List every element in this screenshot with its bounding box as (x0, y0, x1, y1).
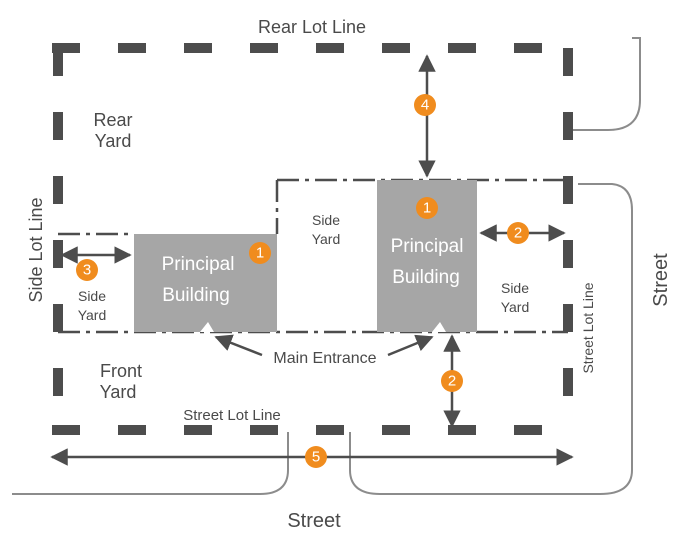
building-right: Principal Building (377, 180, 477, 332)
badge-building-right: 1 (416, 197, 438, 219)
badge-side-setback-left: 3 (76, 259, 98, 281)
side-yard-middle-label-1: Side (312, 212, 340, 228)
street-lot-line-right-label: Street Lot Line (580, 282, 596, 373)
main-entrance-pointer-right (387, 334, 434, 357)
side-lot-line-label: Side Lot Line (26, 197, 46, 302)
rear-lot-line-label: Rear Lot Line (258, 17, 366, 37)
svg-text:1: 1 (256, 245, 264, 262)
building-right-line1: Principal (391, 236, 464, 257)
street-right-label: Street (650, 253, 672, 307)
main-entrance-pointer-left (214, 334, 263, 357)
svg-text:2: 2 (448, 373, 456, 390)
rear-yard-label-1: Rear (93, 110, 132, 130)
badge-front-setback: 2 (441, 370, 463, 392)
main-entrance-marker-right (432, 322, 446, 332)
main-entrance-marker-left (200, 322, 214, 332)
badge-building-left: 1 (249, 242, 271, 264)
side-yard-right-label-1: Side (501, 280, 529, 296)
side-yard-middle-label-2: Yard (312, 231, 341, 247)
side-yard-left-label-1: Side (78, 288, 106, 304)
badge-side-setback-right: 2 (507, 222, 529, 244)
building-right-line2: Building (392, 267, 460, 288)
svg-text:3: 3 (83, 262, 91, 279)
street-bottom-label: Street (287, 510, 341, 532)
svg-text:1: 1 (423, 200, 431, 217)
building-left-line1: Principal (162, 254, 235, 275)
main-entrance-label: Main Entrance (273, 350, 376, 367)
svg-text:4: 4 (421, 97, 429, 114)
street-curb-right (349, 183, 633, 495)
street-curb-left (12, 432, 289, 495)
side-yard-left-label-2: Yard (78, 307, 107, 323)
badge-lot-width: 5 (305, 446, 327, 468)
side-yard-right-label-2: Yard (501, 299, 530, 315)
front-yard-label-2: Yard (100, 382, 137, 402)
lot-boundary (52, 43, 573, 435)
rear-yard-label-2: Yard (95, 131, 132, 151)
svg-text:2: 2 (514, 225, 522, 242)
front-yard-label-1: Front (100, 361, 142, 381)
svg-text:5: 5 (312, 449, 320, 466)
badge-rear-setback: 4 (414, 94, 436, 116)
street-curb-top-right (572, 37, 641, 131)
building-left-line2: Building (162, 285, 230, 306)
street-lot-line-bottom-label: Street Lot Line (183, 407, 281, 424)
